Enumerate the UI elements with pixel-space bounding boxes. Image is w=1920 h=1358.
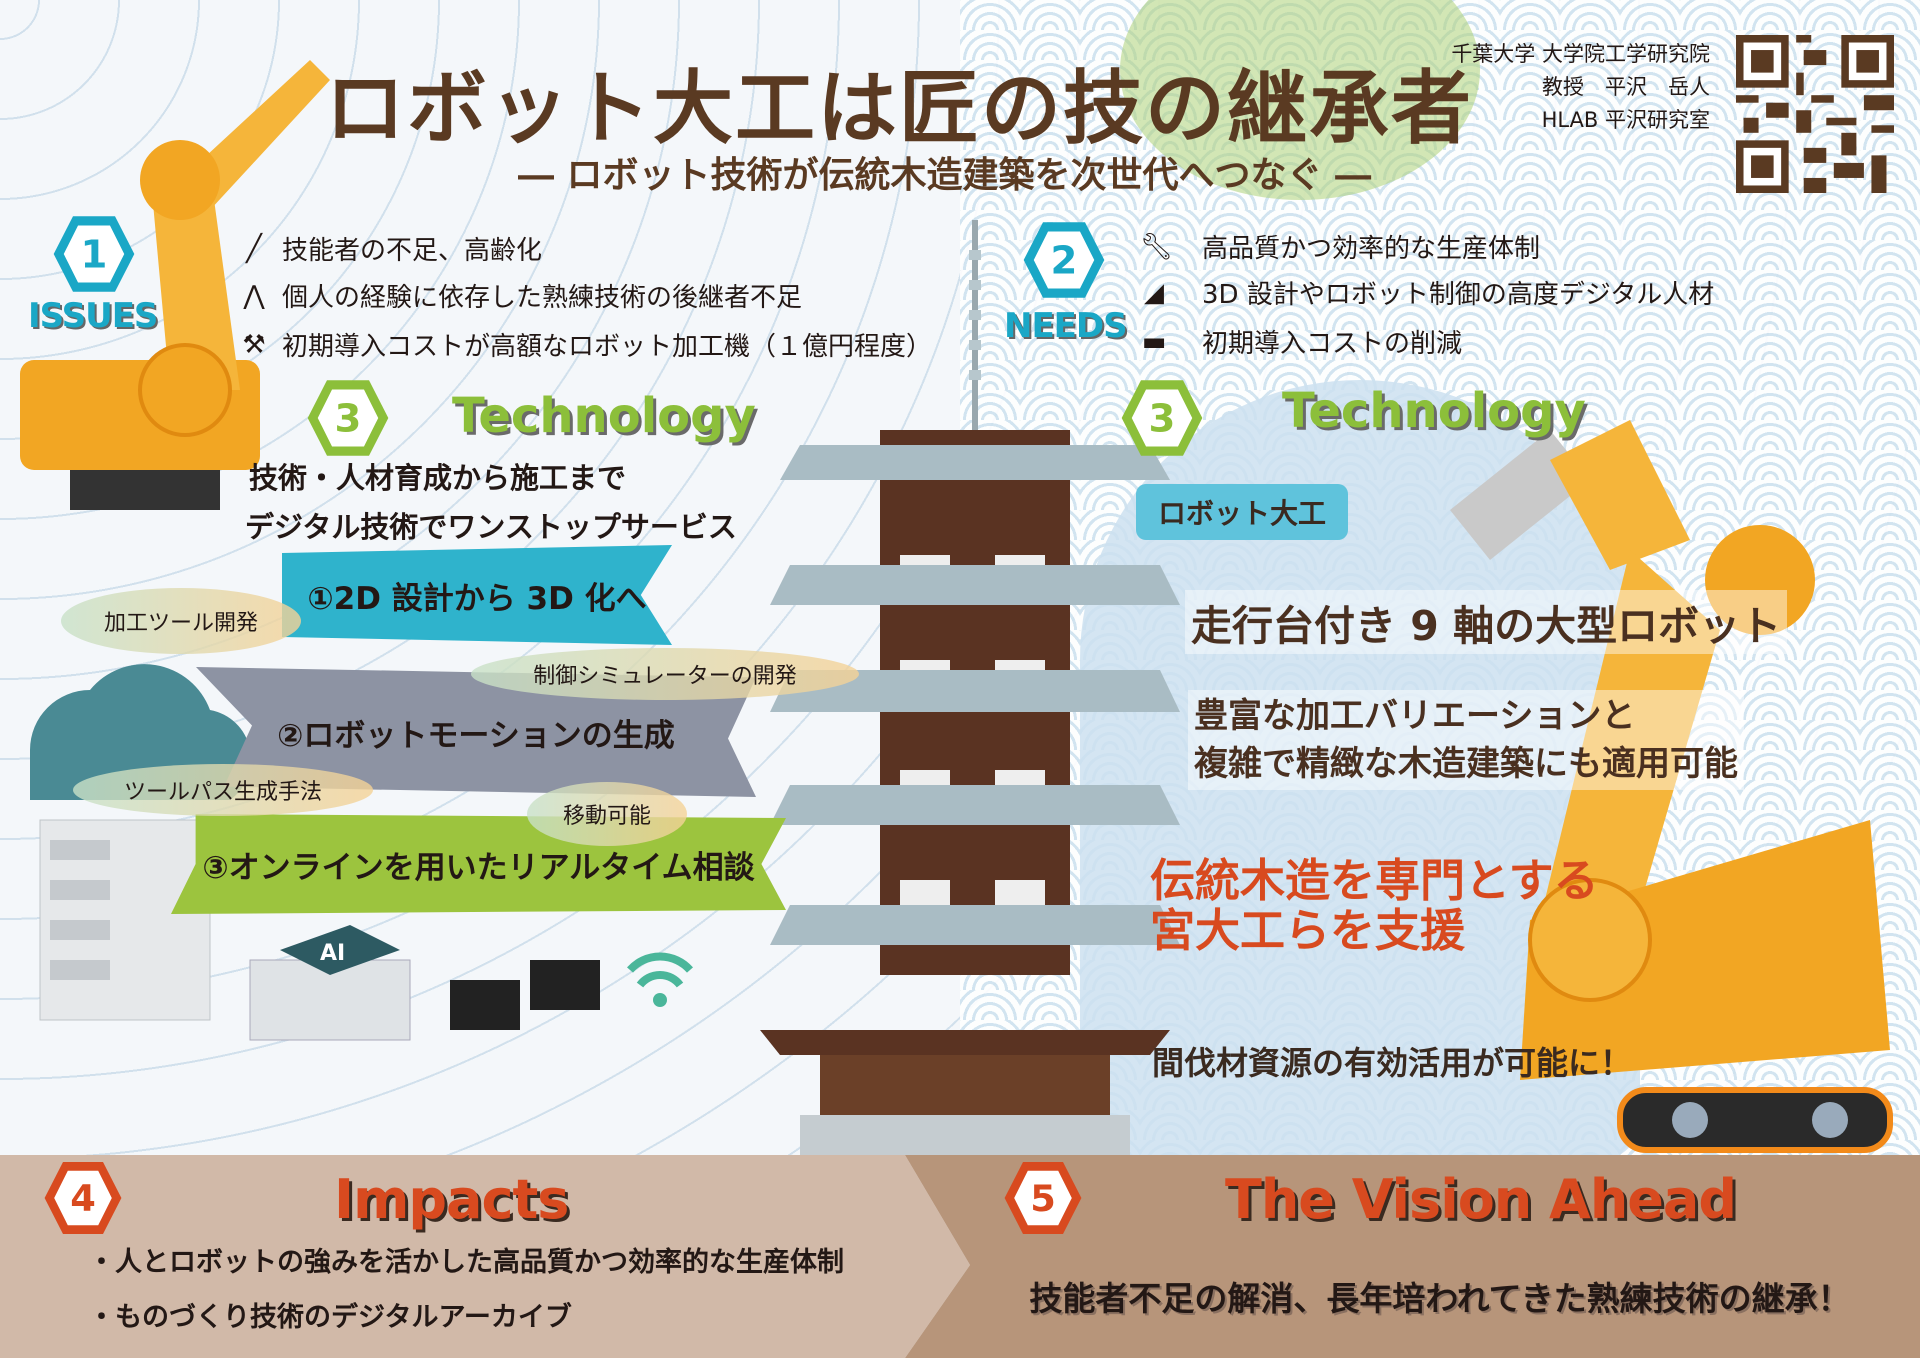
issue-item: ╱ 技能者の不足、高齢化 (240, 230, 542, 267)
issue-text: 初期導入コストが高額なロボット加工機（１億円程度） (282, 332, 933, 362)
affiliation-professor: 教授 平沢 岳人 (1542, 75, 1710, 99)
technology-left-heading: Technology (452, 388, 756, 444)
robot-arm-left-illustration (20, 60, 330, 510)
impact-bullet: ・人とロボットの強みを活かした高品質かつ効率的な生産体制 (88, 1247, 844, 1278)
technology-lead: 技術・人材育成から施工まで デジタル技術でワンストップサービス (245, 454, 737, 552)
technology-lead-line: 技術・人材育成から施工まで (249, 461, 627, 495)
pagoda-illustration (760, 220, 1180, 1155)
banner-online-consultation: ③オンラインを用いたリアルタイム相談 (171, 814, 786, 914)
page-subtitle: ― ロボット技術が伝統木造建築を次世代へつなぐ ― (518, 154, 1372, 196)
affiliation-university: 千葉大学 大学院工学研究院 (1451, 42, 1710, 66)
paint-roller-icon: ▬ (1141, 326, 1167, 357)
vision-heading: The Vision Ahead (1225, 1168, 1737, 1231)
green-decoration (1120, 0, 1480, 200)
impacts-panel (0, 1155, 970, 1358)
issue-item: ⚒ 初期導入コストが高額なロボット加工機（１億円程度） (240, 326, 932, 363)
issues-number-badge: 1 (52, 212, 136, 296)
affiliation-lab: HLAB 平沢研究室 (1541, 108, 1710, 132)
pliers-icon: ⋀ (243, 280, 265, 311)
robot-feature-line: 豊富な加工バリエーションと (1194, 696, 1636, 736)
vision-number: 5 (1030, 1177, 1056, 1220)
impact-bullet: ・ものづくり技術のデジタルアーカイブ (88, 1302, 572, 1333)
tag-tool-development: 加工ツール開発 (61, 588, 301, 654)
need-text: 3D 設計やロボット制御の高度デジタル人材 (1202, 280, 1715, 310)
impacts-number: 4 (70, 1177, 96, 1220)
need-item: ◢ 3D 設計やロボット制御の高度デジタル人材 (1140, 274, 1714, 311)
wrench-icon: 🔧︎ (1140, 231, 1174, 262)
issues-label: ISSUES (28, 296, 158, 336)
robot-features: 豊富な加工バリエーションと 複雑で精緻な木造建築にも適用可能 (1188, 690, 1744, 790)
robot-arm-right-illustration (1450, 420, 1893, 1153)
technology-left-number: 3 (335, 396, 362, 441)
resource-message: 間伐材資源の有効活用が可能に！ (1152, 1044, 1633, 1082)
technology-right-heading: Technology (1282, 383, 1586, 439)
issue-text: 技能者の不足、高齢化 (282, 236, 543, 266)
need-text: 初期導入コストの削減 (1202, 329, 1463, 359)
vision-text: 技能者不足の解消、長年培われてきた熟練技術の継承！ (1029, 1279, 1851, 1318)
issue-text: 個人の経験に依存した熟練技術の後継者不足 (282, 283, 803, 313)
needs-number-badge: 2 (1022, 218, 1106, 302)
need-text: 高品質かつ効率的な生産体制 (1202, 234, 1541, 264)
robot-description: 走行台付き 9 軸の大型ロボット (1185, 590, 1788, 654)
needs-number: 2 (1051, 238, 1078, 283)
page-title: ロボット大工は匠の技の継承者 (325, 61, 1473, 155)
support-message: 伝統木造を専門とする 宮大工らを支援 (1150, 856, 1599, 956)
technology-lead-line: デジタル技術でワンストップサービス (245, 510, 737, 544)
tag-simulator-development: 制御シミュレーターの開発 (471, 648, 859, 700)
screwdriver-icon: ╱ (246, 233, 262, 264)
hammer-icon: ⚒ (242, 329, 266, 360)
qr-code-icon[interactable] (1735, 35, 1895, 193)
need-item: 🔧︎ 高品質かつ効率的な生産体制 (1140, 228, 1540, 265)
tag-toolpath-method: ツールパス生成手法 (73, 764, 373, 816)
impacts-heading: Impacts (334, 1168, 569, 1231)
support-line: 伝統木造を専門とする (1150, 854, 1599, 907)
tape-measure-icon: ◢ (1144, 277, 1164, 308)
issue-item: ⋀ 個人の経験に依存した熟練技術の後継者不足 (240, 277, 802, 314)
technology-left-number-badge: 3 (306, 376, 390, 460)
impacts-number-badge: 4 (40, 1158, 126, 1238)
technology-right-number-badge: 3 (1120, 376, 1204, 460)
tag-mobile: 移動可能 (527, 782, 687, 846)
robot-carpenter-tag: ロボット大工 (1136, 484, 1348, 540)
impact-text: ものづくり技術のデジタルアーカイブ (115, 1302, 572, 1333)
impact-text: 人とロボットの強みを活かした高品質かつ効率的な生産体制 (115, 1247, 844, 1278)
needs-label: NEEDS (1004, 306, 1128, 346)
issues-number: 1 (81, 232, 108, 277)
need-item: ▬ 初期導入コストの削減 (1140, 323, 1462, 360)
affiliation: 千葉大学 大学院工学研究院 教授 平沢 岳人 HLAB 平沢研究室 (1451, 38, 1710, 137)
robot-feature-line: 複雑で精緻な木造建築にも適用可能 (1194, 744, 1738, 784)
support-line: 宮大工らを支援 (1150, 904, 1466, 957)
vision-number-badge: 5 (1000, 1158, 1086, 1238)
technology-right-number: 3 (1149, 396, 1176, 441)
banner-2d-to-3d: ①2D 設計から 3D 化へ (282, 545, 672, 645)
digital-tech-illustration: AI (30, 664, 693, 1041)
ai-chip-label: AI (320, 941, 345, 966)
